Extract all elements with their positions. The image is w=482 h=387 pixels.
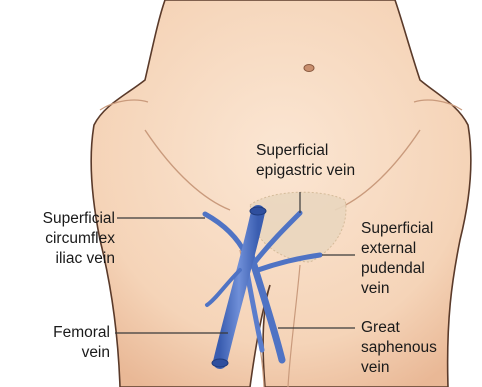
label-great-saphenous-vein: Great saphenous vein [361,318,437,378]
navel [304,65,314,72]
label-superficial-circumflex-iliac-vein: Superficial circumflex iliac vein [43,209,115,269]
femoral-vein-cut-top [250,207,266,215]
femoral-vein-cut-bottom [212,359,228,367]
label-superficial-external-pudendal-vein: Superficial external pudendal vein [361,219,433,299]
label-superficial-epigastric-vein: Superficial epigastric vein [256,141,355,181]
label-femoral-vein: Femoral vein [53,323,110,363]
